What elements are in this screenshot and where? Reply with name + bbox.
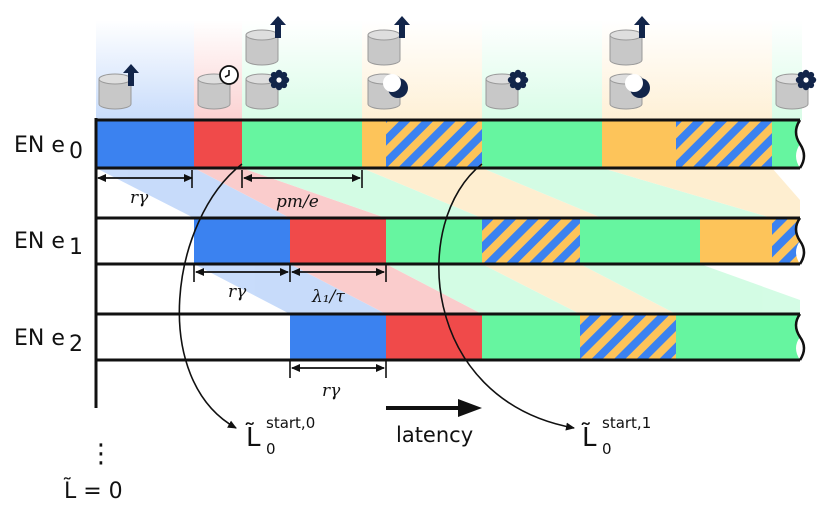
database-icon [245, 79, 279, 110]
segment-red [194, 120, 242, 168]
segment-hatched [580, 314, 676, 360]
svg-text:EN e: EN e [14, 133, 65, 158]
row-en-e0 [96, 118, 806, 170]
arrow-up-icon [634, 16, 650, 38]
svg-text:0: 0 [602, 440, 612, 458]
segment-orange [602, 120, 676, 168]
svg-text:L̃: L̃ [581, 421, 597, 453]
arrow-up-icon [270, 16, 286, 38]
segment-blue [96, 120, 194, 168]
latency-arrow-head [458, 399, 482, 417]
database-icon [485, 79, 519, 110]
label-r-gamma-1: rγ [228, 282, 247, 302]
l-start-1-label: L̃ start,1 0 [581, 414, 651, 458]
arrow-up-icon [394, 16, 410, 38]
row-label-e0: EN e 0 [14, 133, 83, 164]
top-icons [98, 16, 817, 110]
curve-to-l-start-0 [178, 163, 243, 429]
segment-hatched [482, 218, 580, 264]
svg-text:start,0: start,0 [266, 414, 315, 432]
segment-green [482, 120, 602, 168]
measure-arrows [95, 170, 387, 378]
svg-text:L̃: L̃ [245, 421, 261, 453]
segment-orange [700, 218, 772, 264]
label-lambda-tau: λ₁/τ [311, 287, 345, 307]
segment-blue [194, 218, 290, 264]
svg-text:EN e: EN e [14, 326, 65, 351]
label-r-gamma-2: rγ [322, 381, 341, 401]
segment-red [386, 314, 482, 360]
database-icon [367, 35, 401, 66]
row-label-e1: EN e 1 [14, 229, 83, 260]
segment-hatched [386, 120, 482, 168]
svg-text:2: 2 [69, 332, 83, 357]
segment-green [482, 314, 580, 360]
segment-red [290, 218, 386, 264]
vertical-dots: ⋮ [88, 439, 114, 469]
row-en-e1 [96, 216, 806, 266]
segment-green [580, 218, 700, 264]
segment-orange [362, 120, 386, 168]
segment-green-cut [676, 314, 800, 360]
segment-hatched-cut [772, 218, 800, 264]
latency-label: latency [396, 423, 473, 447]
database-icon [609, 35, 643, 66]
svg-text:start,1: start,1 [602, 414, 651, 432]
propagation-bands [96, 168, 800, 314]
row-label-e2: EN e 2 [14, 326, 83, 357]
label-pm-e: pm/e [276, 192, 319, 212]
svg-text:0: 0 [266, 440, 276, 458]
svg-text:EN e: EN e [14, 229, 65, 254]
arrow-up-icon [123, 64, 139, 86]
database-icon [245, 35, 279, 66]
svg-text:0: 0 [69, 139, 83, 164]
row-en-e2 [96, 312, 806, 362]
database-icon [98, 79, 132, 110]
curve-to-l-start-1 [438, 163, 575, 431]
l-start-0-label: L̃ start,0 0 [245, 414, 315, 458]
segment-hatched [676, 120, 772, 168]
segment-blue [290, 314, 386, 360]
database-icon [197, 79, 231, 110]
segment-green [386, 218, 482, 264]
segment-green [242, 120, 362, 168]
segment-green-cut [772, 120, 800, 168]
l-zero-label: L̃ = 0 [63, 478, 123, 504]
label-r-gamma-0: rγ [130, 188, 149, 208]
svg-text:1: 1 [69, 235, 83, 260]
